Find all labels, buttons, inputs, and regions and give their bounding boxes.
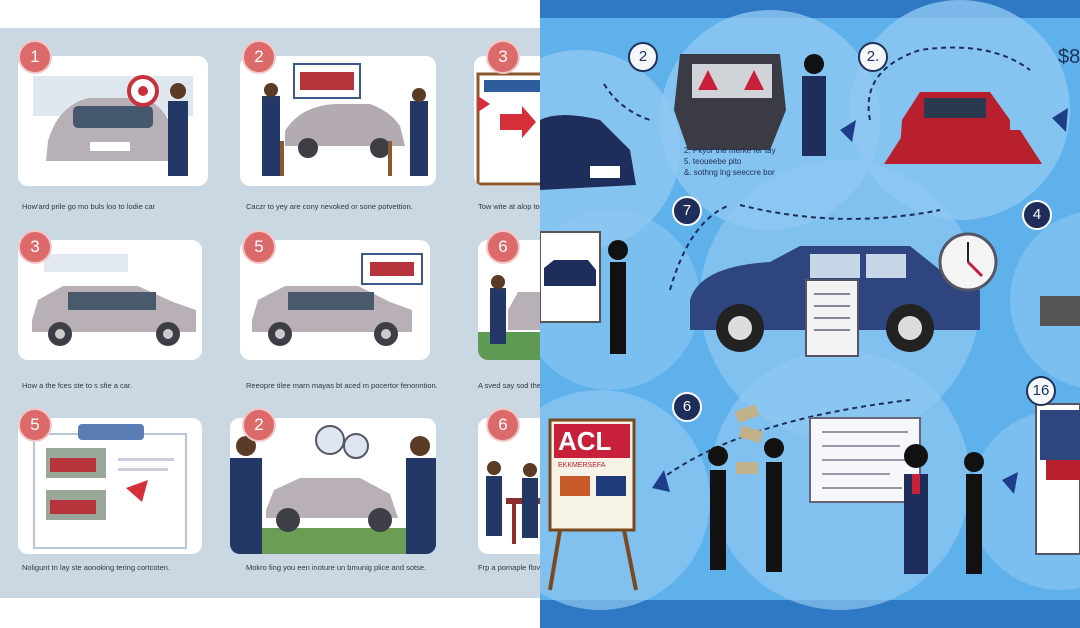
step-card-2: [240, 56, 436, 186]
step-caption: Mokro fing you een inoture un bmunig pli…: [246, 563, 427, 572]
step-card-4: [18, 240, 202, 360]
step-badge: 2: [628, 42, 658, 72]
step-caption: Noligunt tn lay ste aonoking tering cort…: [22, 563, 171, 572]
document-arrow-illustration: [476, 72, 540, 186]
person-desk-illustration: [486, 461, 540, 544]
step-badge: 7: [672, 196, 702, 226]
step-number-badge: 1: [18, 40, 52, 74]
step-caption: Reeopre tilee marn mayas bt aced m pocer…: [246, 381, 438, 390]
suv-listing-illustration: [252, 253, 423, 346]
step-note-line: 5. teoueebe pito: [684, 157, 742, 166]
step-badge: 6: [672, 392, 702, 422]
suv-side-illustration: [32, 254, 196, 346]
step-number-badge: 5: [18, 408, 52, 442]
step-number-badge: 2: [242, 40, 276, 74]
handshake-inspection-illustration: [230, 425, 436, 554]
step-card-3: [474, 56, 540, 186]
step-number-badge: 6: [486, 230, 520, 264]
price-label: $8: [1058, 46, 1080, 68]
step-badge: 16: [1026, 376, 1056, 406]
step-number-badge: 3: [18, 230, 52, 264]
step-number-badge: 2: [242, 408, 276, 442]
step-caption: How a the fces ste to s sfie a car.: [22, 381, 133, 390]
step-card-7: [18, 418, 202, 554]
step-card-1: [18, 56, 208, 186]
step-note-line: &. sothng lng seeccre bor: [684, 168, 775, 177]
step-note-line: 2. Pkyor the merke fer tay: [684, 146, 776, 155]
person-car-illustration: [478, 275, 540, 360]
step-number-badge: 6: [486, 408, 520, 442]
step-caption: Caczr to yey are cony nevoked or sone po…: [246, 202, 413, 211]
step-caption: How'ard prile go mo buls loo to lodie ca…: [22, 202, 156, 211]
car-inspection-illustration: [262, 63, 428, 176]
car-front-illustration: [33, 75, 193, 176]
right-panel-artwork: [540, 0, 1080, 628]
sign-subtitle: EKKMERSEFA: [558, 462, 606, 469]
step-caption: A sved say sod the: [478, 381, 540, 390]
step-caption: Tow wite at alop to: [478, 202, 540, 211]
step-caption: Frp a pomaple flov: [478, 563, 540, 572]
sign-title: ACL: [558, 426, 612, 456]
step-card-5: [240, 240, 430, 360]
step-number-badge: 3: [486, 40, 520, 74]
step-badge: 2.: [858, 42, 888, 72]
left-infographic-panel: 1 How'ard prile go mo buls loo to lodie …: [0, 28, 540, 598]
step-badge: 4: [1022, 200, 1052, 230]
step-number-badge: 5: [242, 230, 276, 264]
right-infographic-panel: 2 2. 7 4 6 16 $8 2. Pkyor the merke fer …: [540, 0, 1080, 628]
step-card-9: [478, 418, 540, 554]
clipboard-listing-illustration: [33, 424, 187, 549]
